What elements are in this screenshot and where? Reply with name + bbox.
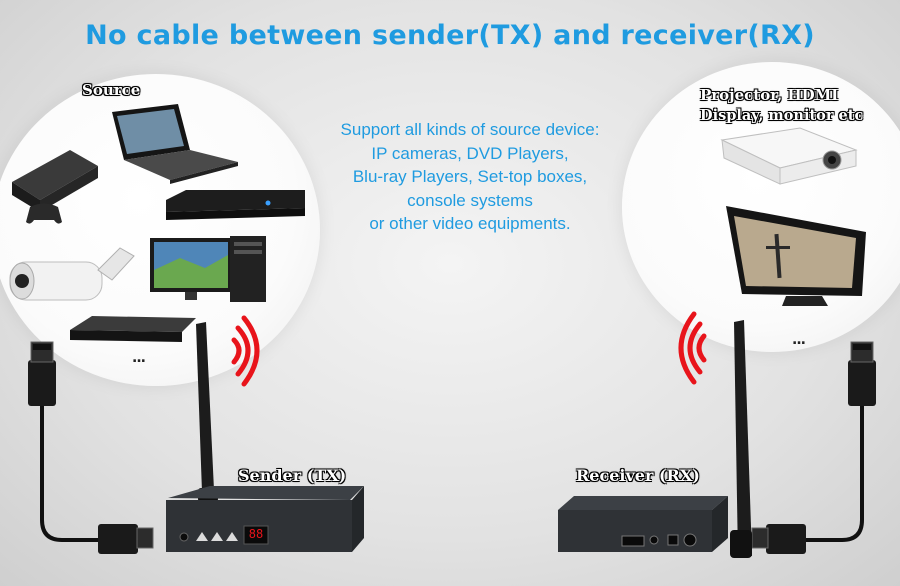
sender-device	[166, 322, 364, 552]
signal-waves-left	[231, 315, 260, 387]
support-line: console systems	[407, 190, 533, 210]
display-label-line2: Display, monitor etc	[700, 107, 864, 124]
display-label-line1: Projector, HDMI	[700, 86, 839, 104]
support-line: IP cameras, DVD Players,	[371, 143, 569, 163]
signal-waves-right	[678, 311, 707, 385]
laptop-icon	[112, 104, 238, 184]
bluray-player-icon	[166, 190, 305, 220]
support-line: Blu-ray Players, Set-top boxes,	[352, 167, 588, 186]
security-camera-icon	[9, 247, 135, 301]
dvd-player-icon	[70, 316, 196, 342]
support-line: or other video equipments.	[369, 214, 571, 233]
source-more-ellipsis: ...	[132, 350, 146, 366]
sender-display-readout: 88	[248, 527, 264, 541]
support-description: Support all kinds of source device: IP c…	[300, 118, 640, 236]
hdmi-cable-left	[28, 341, 154, 554]
source-label: Source	[82, 81, 141, 99]
receiver-device	[558, 320, 752, 558]
monitor-icon	[726, 206, 866, 306]
gamepad-icon	[26, 203, 62, 224]
game-console-icon	[12, 150, 98, 212]
display-more-ellipsis: ...	[792, 332, 806, 348]
hdmi-cable-right	[751, 341, 876, 554]
receiver-label: Receiver (RX)	[576, 466, 700, 485]
projector-icon	[720, 127, 858, 185]
support-line: Support all kinds of source device:	[340, 120, 600, 139]
desktop-computer-icon	[150, 236, 266, 302]
display-devices-circle	[622, 62, 900, 352]
sender-label: Sender (TX)	[238, 466, 347, 485]
page-title: No cable between sender(TX) and receiver…	[85, 20, 815, 51]
